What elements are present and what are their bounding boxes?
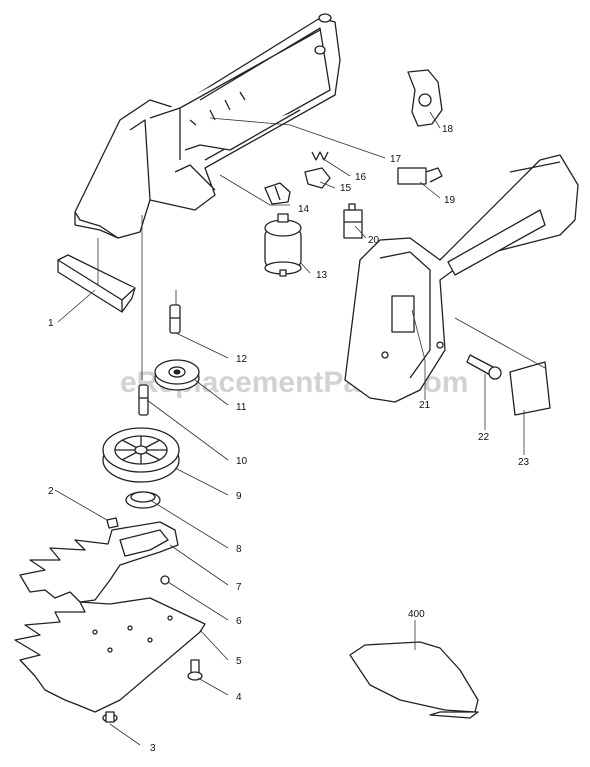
callout-8: 8: [236, 544, 242, 555]
callout-11: 11: [236, 402, 247, 413]
callout-labels: 1 2 3 4 5 6 7 8 9 10 11 12 13 14 15 16 1…: [48, 124, 530, 754]
part-9-large-gear: [102, 427, 180, 483]
part-5-lower-blade: [14, 597, 206, 713]
callout-3: 3: [150, 743, 156, 754]
callout-15: 15: [340, 183, 352, 194]
part-20-switch: [343, 203, 363, 239]
callout-4: 4: [236, 692, 242, 703]
callout-9: 9: [236, 491, 242, 502]
callout-400: 400: [408, 609, 425, 620]
part-3-screw: [102, 711, 118, 723]
part-18-bracket: [407, 69, 443, 127]
callout-1: 1: [48, 318, 54, 329]
part-7-upper-blade: [19, 521, 179, 603]
part-11-gear: [154, 359, 200, 391]
part-15-lever: [304, 167, 331, 189]
callout-23: 23: [518, 457, 530, 468]
callout-12: 12: [236, 354, 248, 365]
callout-16: 16: [355, 172, 367, 183]
callout-7: 7: [236, 582, 242, 593]
part-19-terminal: [397, 167, 443, 185]
part-6-ball: [160, 575, 170, 585]
callout-17: 17: [390, 154, 402, 165]
part-23-label-plate: [509, 361, 551, 416]
callout-6: 6: [236, 616, 242, 627]
callout-14: 14: [298, 204, 310, 215]
callout-13: 13: [316, 270, 328, 281]
callout-18: 18: [442, 124, 454, 135]
part-13-motor: [264, 213, 302, 277]
part-1-rubber-pad: [57, 254, 136, 313]
callout-2: 2: [48, 486, 54, 497]
part-12-pin: [169, 304, 181, 334]
callout-10: 10: [236, 456, 248, 467]
callout-21: 21: [419, 400, 431, 411]
part-14-switch-button: [264, 182, 291, 205]
part-16-spring: [311, 151, 329, 161]
part-2-clip: [106, 517, 119, 529]
part-400-blade-cover: [349, 641, 479, 719]
callout-19: 19: [444, 195, 456, 206]
part-21-housing-half: [344, 154, 579, 403]
part-4-screw: [187, 659, 203, 681]
part-8-ring: [125, 491, 161, 509]
callout-20: 20: [368, 235, 380, 246]
part-17-housing-half: [74, 13, 341, 239]
callout-22: 22: [478, 432, 490, 443]
leader-lines: [54, 111, 546, 746]
callout-5: 5: [236, 656, 242, 667]
part-10-shaft: [138, 384, 149, 416]
part-22-screw: [466, 354, 502, 380]
